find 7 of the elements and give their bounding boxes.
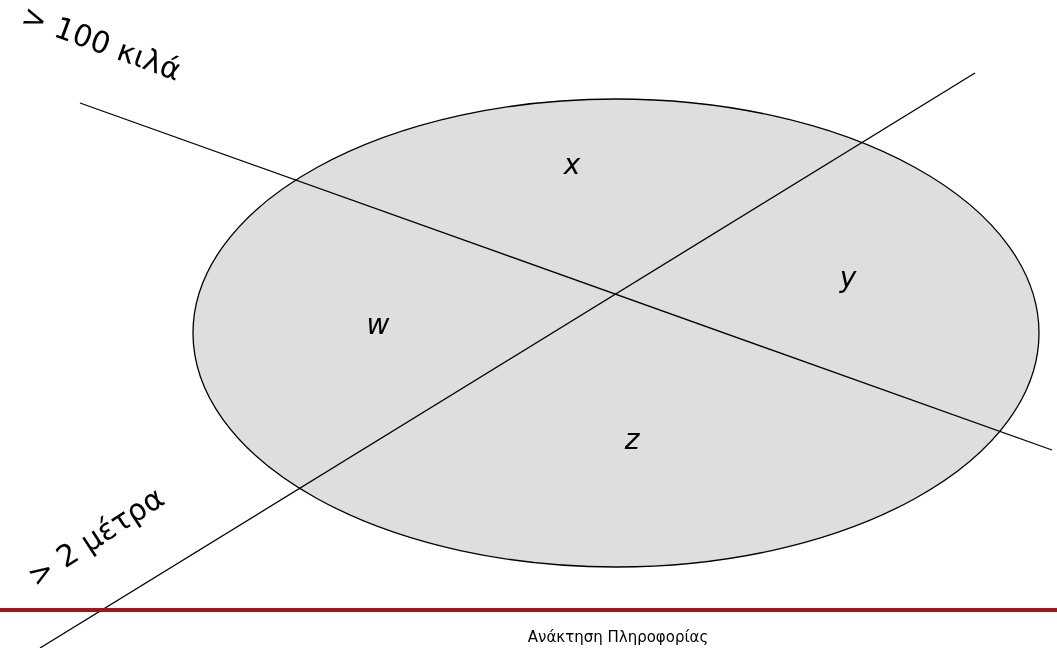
footer-text: Ανάκτηση Πληροφορίας xyxy=(527,630,709,645)
line-label: > 100 κιλά xyxy=(17,0,185,86)
region-label: z xyxy=(624,426,640,454)
region-label: y xyxy=(839,264,857,292)
region-label: x xyxy=(563,151,581,179)
region-label: w xyxy=(366,311,390,339)
ellipse-region xyxy=(192,98,1040,568)
